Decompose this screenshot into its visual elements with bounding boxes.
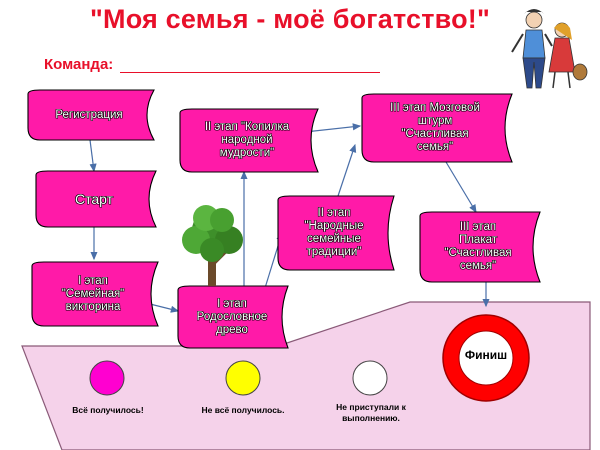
team-name-line[interactable]	[120, 72, 380, 73]
stage-shape-piggy	[179, 108, 319, 173]
arrow-registration-start	[89, 139, 97, 173]
family-couple-icon	[511, 9, 588, 89]
stage-shape-quiz	[31, 261, 159, 327]
arrow-piggy-brainstorm	[304, 123, 362, 133]
stage-shape-traditions	[277, 195, 395, 271]
legend-circle-done	[89, 360, 125, 396]
legend-circle-not-started	[352, 360, 388, 396]
stage-1-tree: I этап Родословное древо	[196, 297, 268, 336]
legend-label-not-started: Не приступали к выполнению.	[336, 402, 406, 423]
stage-shape-start	[35, 170, 157, 228]
stage-start: Старт	[74, 190, 114, 207]
arrow-traditions-brainstorm	[337, 143, 357, 197]
stage-1-quiz: I этап "Семейная" викторина	[61, 274, 125, 313]
stage-2-traditions: II этап "Народные семейные традиции"	[304, 207, 364, 258]
finish-ring-inner	[458, 330, 514, 386]
legend-circle-partial	[225, 360, 261, 396]
page-title: "Моя семья - моё богатство!"	[90, 4, 490, 34]
stage-shape-tree	[177, 285, 289, 349]
stage-3-poster: III этап Плакат "Счастливая семья"	[444, 221, 512, 272]
stage-3-brainstorm: III этап Мозговой штурм "Счастливая семь…	[390, 102, 480, 153]
stage-2-piggy: II этап "Копилка народной мудрости"	[204, 121, 290, 159]
legend-label-partial: Не всё получилось.	[201, 405, 285, 415]
legend-label-done: Всё получилось!	[72, 405, 144, 415]
stage-shape-poster	[419, 211, 541, 283]
stage-registration: Регистрация	[55, 108, 123, 121]
team-label: Команда:	[44, 56, 114, 73]
stage-shape-registration	[27, 89, 155, 141]
tree-icon	[182, 205, 243, 286]
arrow-brainstorm-poster	[445, 161, 477, 214]
stage-shape-brainstorm	[361, 93, 513, 163]
finish-label: Финиш	[464, 348, 508, 362]
